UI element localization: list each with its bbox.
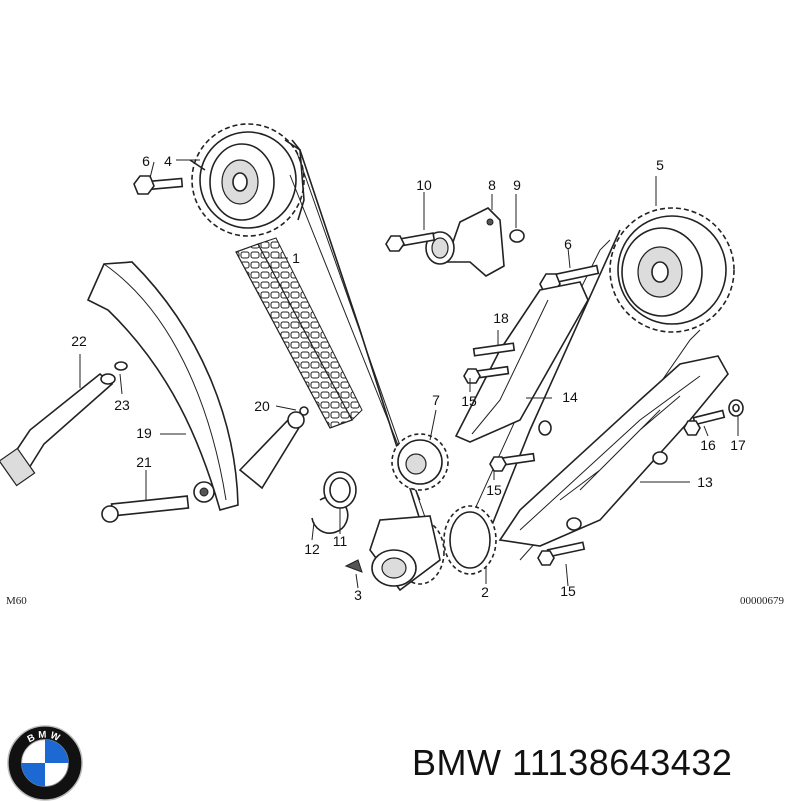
callout-5: 5	[656, 157, 664, 173]
callout-15-lower: 15	[560, 583, 576, 599]
seal-ring	[323, 471, 357, 509]
callout-19: 19	[136, 425, 152, 441]
bolt-15-upper	[463, 365, 510, 384]
tensioner-seal	[509, 229, 525, 243]
callout-14: 14	[562, 389, 578, 405]
right-camshaft-sprocket	[609, 207, 735, 333]
part-number-caption: BMW 11138643432	[412, 742, 733, 783]
tensioner-arm	[238, 406, 309, 490]
callout-10: 10	[416, 177, 432, 193]
bolt-21	[101, 495, 190, 523]
chain-tensioner-housing	[425, 207, 505, 277]
callout-6-right: 6	[564, 236, 572, 252]
tensioner-piston	[0, 361, 128, 487]
stud-18	[472, 342, 516, 357]
washer-17	[728, 399, 744, 417]
callout-labels: 6 4 5 6 10 8 9 1 18 14 15 16 17 13 15 15…	[71, 153, 746, 603]
bolt-15-middle	[489, 452, 536, 472]
intermediate-sprocket	[391, 433, 449, 491]
left-camshaft-sprocket	[191, 123, 305, 237]
leader-lines	[79, 159, 739, 589]
tensioner-rail	[498, 355, 729, 547]
callout-8: 8	[488, 177, 496, 193]
tensioner-bolt	[385, 232, 436, 252]
chain-guide-rail	[86, 261, 239, 511]
svg-text:BMW: BMW	[26, 729, 64, 745]
callout-15-upper: 15	[461, 393, 477, 409]
callout-15-middle: 15	[486, 482, 502, 498]
callout-18: 18	[493, 310, 509, 326]
callout-17: 17	[730, 437, 746, 453]
bolt-16	[683, 409, 726, 436]
callout-16: 16	[700, 437, 716, 453]
model-label: M60	[6, 595, 27, 607]
callout-2: 2	[481, 584, 489, 600]
chain-segment	[235, 237, 363, 429]
bolt-15-lower	[537, 541, 586, 566]
camshaft-bolt-left	[133, 175, 184, 195]
callout-13: 13	[697, 474, 713, 490]
callout-23: 23	[114, 397, 130, 413]
upper-chain-guide	[454, 281, 589, 443]
callout-4: 4	[164, 153, 172, 169]
woodruff-key	[344, 559, 363, 573]
callout-12: 12	[304, 541, 320, 557]
drawing-number: 00000679	[740, 595, 785, 607]
callout-22: 22	[71, 333, 87, 349]
callout-3: 3	[354, 587, 362, 603]
callout-7: 7	[432, 392, 440, 408]
callout-11: 11	[333, 533, 348, 549]
callout-20: 20	[254, 398, 270, 414]
callout-1: 1	[292, 250, 300, 266]
callout-9: 9	[513, 177, 521, 193]
crankshaft-sprocket	[369, 505, 497, 592]
callout-21: 21	[136, 454, 152, 470]
bmw-logo: BMW	[7, 725, 83, 801]
logo-letters: BMW	[26, 729, 61, 745]
callout-6-left: 6	[142, 153, 150, 169]
